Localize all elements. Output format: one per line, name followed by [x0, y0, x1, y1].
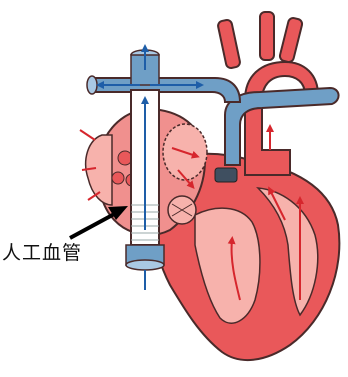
pointer-arrow: [70, 212, 118, 238]
vena-cava-connection: [92, 78, 240, 102]
aortic-branch-3: [279, 17, 303, 63]
aorta: [245, 62, 318, 175]
aortic-branch-1: [217, 19, 241, 69]
aortic-branch-2: [260, 12, 274, 60]
graft-label: 人工血管: [2, 238, 82, 265]
atrium-appendage: [86, 135, 112, 205]
